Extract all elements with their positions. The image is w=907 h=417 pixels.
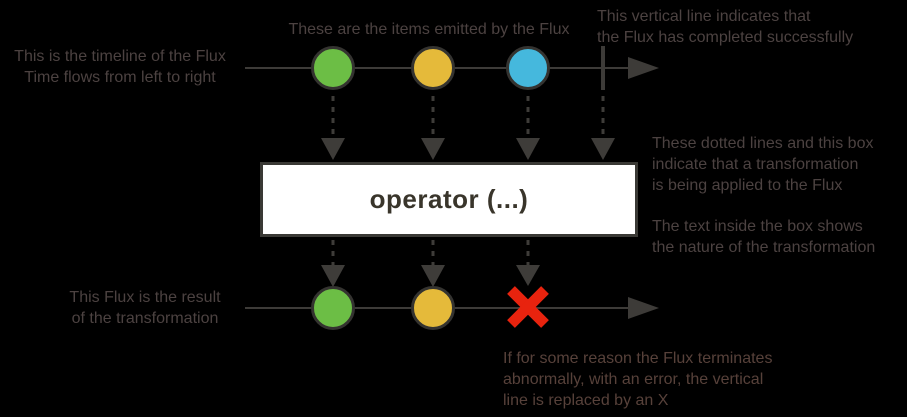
dashed-arrowhead-in-2-icon — [421, 138, 445, 160]
result-annotation: This Flux is the result of the transform… — [69, 289, 221, 327]
result-item-green-marble — [311, 286, 355, 330]
dashed-arrowhead-out-3-icon — [516, 265, 540, 286]
transformation-arrows-out — [321, 240, 540, 287]
operator-box: operator (...) — [260, 162, 638, 237]
error-x-stroke-2 — [507, 286, 549, 328]
box-text-annotation: The text inside the box shows the nature… — [652, 218, 876, 256]
dashed-arrowhead-in-3-icon — [516, 138, 540, 160]
transformation-annotation: These dotted lines and this box indicate… — [652, 135, 874, 194]
dashed-arrowhead-out-2-icon — [421, 265, 445, 287]
source-item-blue-marble — [506, 46, 550, 90]
operator-box-label: operator (...) — [369, 184, 529, 214]
source-timeline-arrowhead-icon — [628, 57, 659, 79]
complete-annotation: This vertical line indicates that the Fl… — [597, 8, 854, 46]
timeline-annotation: This is the timeline of the Flux Time fl… — [14, 48, 226, 86]
error-annotation: If for some reason the Flux terminates a… — [503, 350, 773, 409]
result-timeline-arrowhead-icon — [628, 297, 659, 319]
source-item-yellow-marble — [411, 46, 455, 90]
transformation-arrows-in — [321, 96, 615, 160]
result-item-yellow-marble — [411, 286, 455, 330]
error-x-icon — [507, 286, 549, 328]
source-item-green-marble — [311, 46, 355, 90]
dashed-arrowhead-out-1-icon — [321, 265, 345, 287]
items-annotation: These are the items emitted by the Flux — [288, 21, 570, 38]
result-flux-timeline — [245, 286, 659, 330]
dashed-arrowhead-in-1-icon — [321, 138, 345, 160]
dashed-arrowhead-in-4-icon — [591, 138, 615, 160]
source-flux-timeline — [245, 46, 659, 90]
